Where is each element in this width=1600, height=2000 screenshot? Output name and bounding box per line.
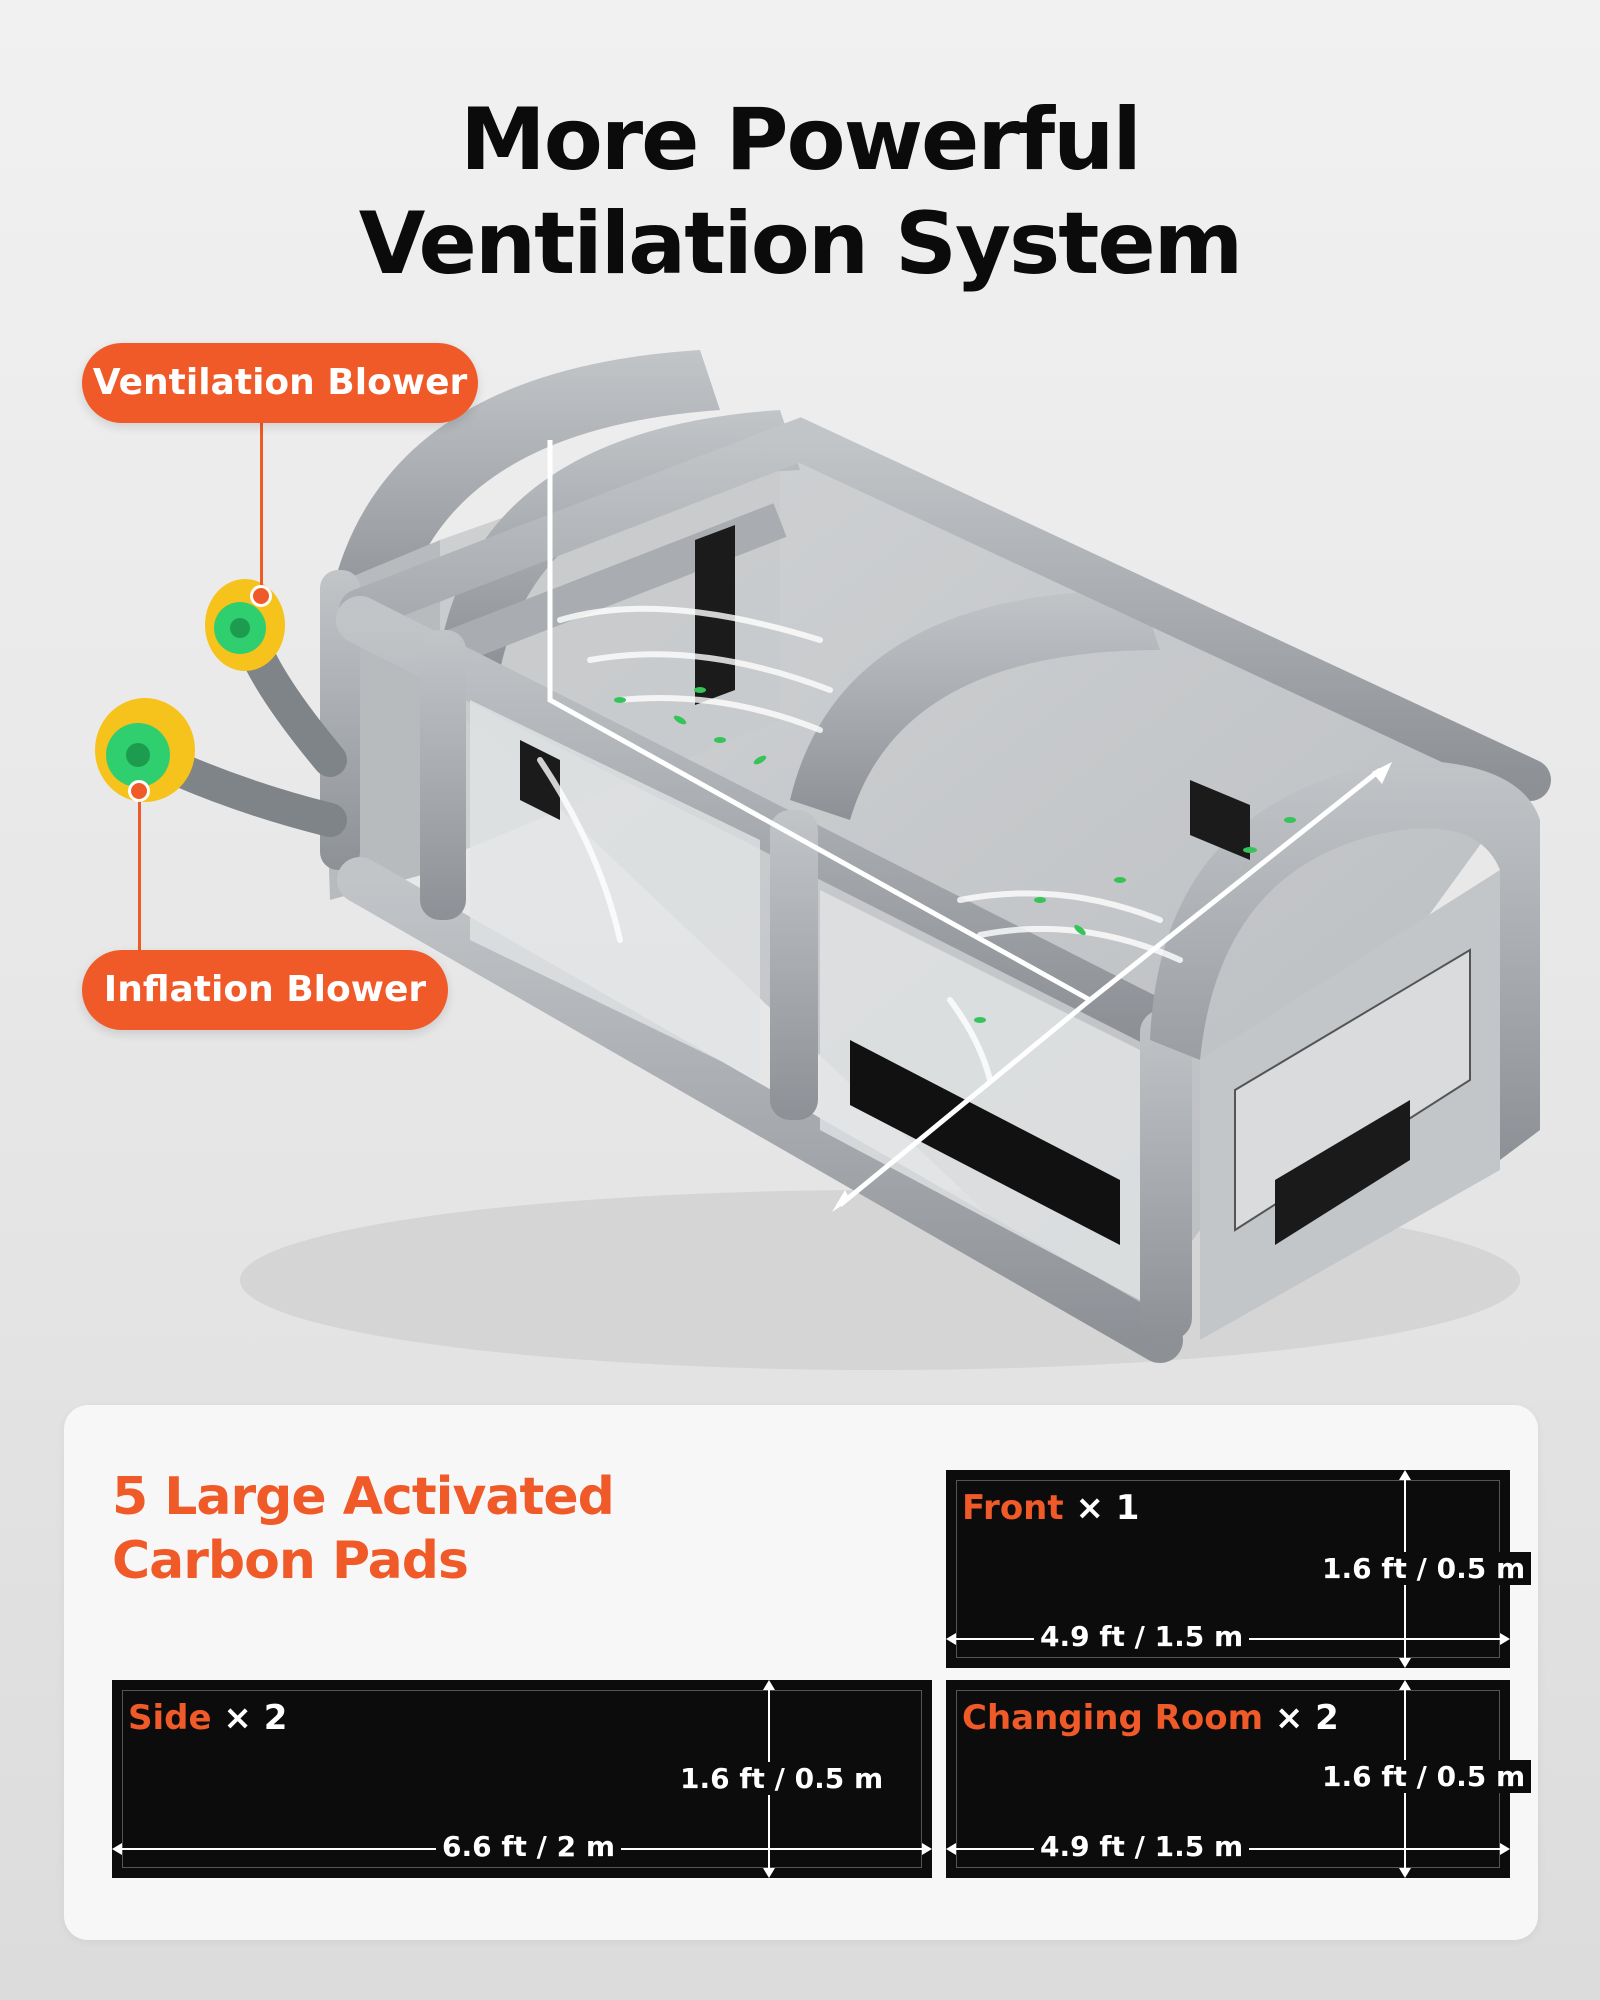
ventilation-blower-icon [205, 579, 285, 671]
title-line-2: Ventilation System [358, 194, 1244, 294]
front-pad-name: Front [962, 1488, 1064, 1528]
ventilation-dot [250, 585, 272, 607]
changing-room-pad: Changing Room × 2 1.6 ft / 0.5 m 4.9 ft … [946, 1680, 1532, 1878]
title-line-1: More Powerful [460, 90, 1142, 190]
side-pad-width: 6.6 ft / 2 m [436, 1830, 622, 1863]
carbon-pads-panel: 5 Large Activated Carbon Pads Front × 1 … [64, 1405, 1538, 1940]
ventilation-blower-label: Ventilation Blower [82, 343, 478, 423]
side-pad: Side × 2 1.6 ft / 0.5 m 6.6 ft / 2 m [112, 1680, 932, 1878]
side-pad-height: 1.6 ft / 0.5 m [674, 1762, 890, 1795]
changing-room-pad-height: 1.6 ft / 0.5 m [1316, 1760, 1532, 1793]
ventilation-leader [260, 423, 263, 593]
side-pad-name: Side [128, 1698, 212, 1738]
changing-room-pad-width: 4.9 ft / 1.5 m [1034, 1830, 1250, 1863]
side-pad-qty: × 2 [223, 1698, 288, 1738]
front-pad-qty: × 1 [1075, 1488, 1140, 1528]
changing-room-pad-name: Changing Room [962, 1698, 1264, 1738]
inflation-blower-icon [95, 698, 195, 802]
changing-room-pad-qty: × 2 [1274, 1698, 1339, 1738]
inflation-dot [128, 780, 150, 802]
spray-booth-illustration [95, 350, 1551, 1370]
front-pad-width: 4.9 ft / 1.5 m [1034, 1620, 1250, 1653]
inflation-blower-label: Inflation Blower [82, 950, 448, 1030]
page-title: More Powerful Ventilation System [0, 88, 1600, 296]
inflation-leader [138, 790, 141, 950]
carbon-pads-title-line-1: 5 Large Activated [112, 1467, 615, 1527]
front-pad: Front × 1 1.6 ft / 0.5 m 4.9 ft / 1.5 m [946, 1470, 1532, 1668]
carbon-pads-title: 5 Large Activated Carbon Pads [112, 1465, 672, 1593]
leaf-particles [614, 687, 1296, 1023]
carbon-pads-title-line-2: Carbon Pads [112, 1531, 469, 1591]
front-pad-height: 1.6 ft / 0.5 m [1316, 1552, 1532, 1585]
